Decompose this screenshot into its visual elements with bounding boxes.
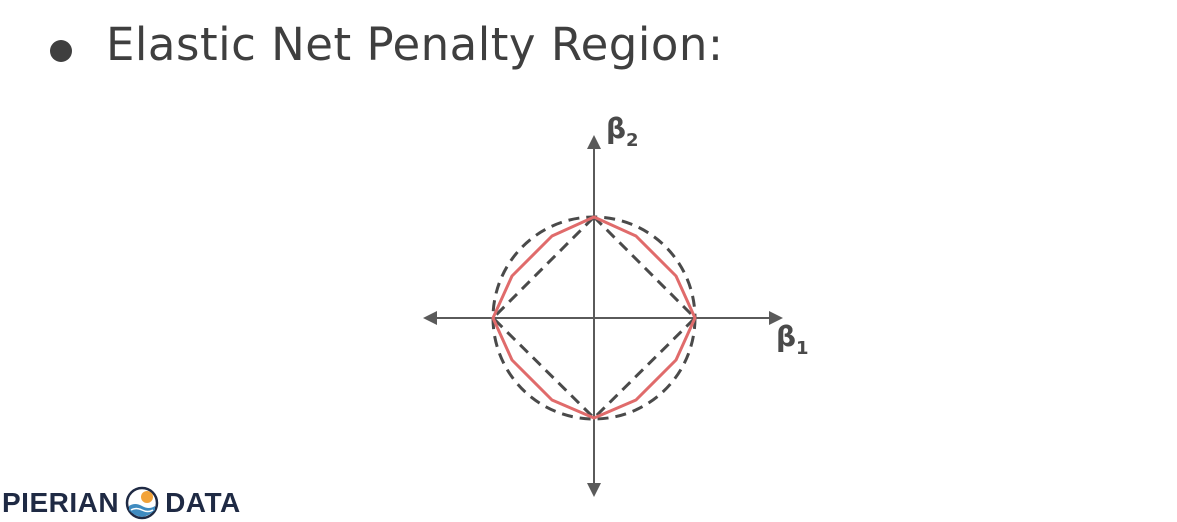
- l1-diamond: [490, 214, 698, 421]
- bullet-point: [50, 40, 72, 62]
- slide-title: Elastic Net Penalty Region:: [106, 18, 724, 71]
- logo-right-text: DATA: [165, 487, 241, 518]
- elastic-net-region: [491, 215, 697, 420]
- x-axis-subscript: 1: [796, 338, 809, 359]
- logo-left-text: PIERIAN: [2, 487, 120, 518]
- y-axis-subscript: 2: [626, 130, 639, 151]
- y-axis-label: β2: [606, 112, 639, 151]
- pierian-data-logo-icon: [125, 486, 159, 520]
- pierian-data-logo: PIERIAN DATA: [2, 485, 241, 521]
- x-axis-label: β1: [776, 320, 809, 359]
